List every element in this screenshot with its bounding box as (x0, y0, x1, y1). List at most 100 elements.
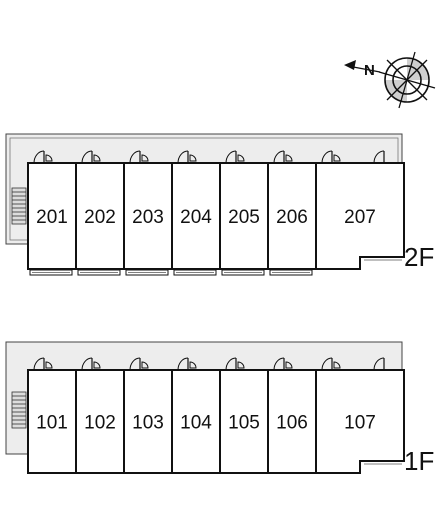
door-swing (177, 150, 189, 164)
door-icon (273, 150, 293, 164)
room-outline (75, 369, 125, 474)
door-swing (81, 357, 93, 371)
stair-2f (11, 187, 27, 225)
door-icon (33, 150, 53, 164)
door-swing (273, 357, 285, 371)
door-swing-small (93, 361, 101, 369)
room-label: 205 (228, 207, 260, 228)
door-swing (273, 150, 285, 164)
rooms-2f: 201 202 203 204 205 206 207 (27, 150, 405, 276)
door-swing-small (189, 361, 197, 369)
door-swing-small (333, 361, 341, 369)
door-swing (177, 357, 189, 371)
floor-label-2f: 2F (404, 242, 434, 272)
floor-1f: 101 102 103 104 105 106 107 1F (5, 341, 434, 476)
door-swing-small (141, 154, 149, 162)
door-swing (129, 357, 141, 371)
compass-outer-ring (384, 57, 430, 103)
room-outline (123, 369, 173, 474)
stair-1f (11, 391, 27, 429)
compass: N (344, 51, 436, 109)
door-swing (321, 357, 333, 371)
door-icon (33, 357, 53, 371)
room-102[interactable]: 102 (75, 357, 125, 474)
room-203[interactable]: 203 (123, 150, 173, 276)
stair-steps-1f (12, 395, 26, 425)
door-swing-small (45, 361, 53, 369)
room-207[interactable]: 207 (315, 150, 405, 270)
staircase-2f (11, 187, 27, 225)
room-107[interactable]: 107 (315, 357, 405, 474)
door-icon (81, 357, 101, 371)
door-swing (373, 150, 385, 164)
room-103[interactable]: 103 (123, 357, 173, 474)
room-205[interactable]: 205 (219, 150, 269, 276)
door-swing-small (285, 154, 293, 162)
door-swing (225, 150, 237, 164)
door-swing-small (93, 154, 101, 162)
room-106[interactable]: 106 (267, 357, 317, 474)
room-outline (27, 162, 77, 270)
room-label: 206 (276, 207, 308, 228)
door-swing (373, 357, 385, 371)
room-label: 203 (132, 207, 164, 228)
room-label: 106 (276, 413, 308, 434)
room-201[interactable]: 201 (27, 150, 77, 276)
door-icon (129, 150, 149, 164)
staircase-1f (11, 391, 27, 429)
door-swing-small (141, 361, 149, 369)
door-icon (129, 357, 149, 371)
door-icon (177, 357, 197, 371)
room-outline (75, 162, 125, 270)
compass-inner-ring (392, 65, 422, 95)
door-swing-small (285, 361, 293, 369)
room-label: 101 (36, 413, 68, 434)
room-202[interactable]: 202 (75, 150, 125, 276)
door-swing-small (189, 154, 197, 162)
door-swing (81, 150, 93, 164)
door-icon (321, 150, 341, 164)
door-icon (373, 357, 385, 371)
room-outline (171, 162, 221, 270)
floor-label-1f: 1F (404, 446, 434, 476)
door-swing (225, 357, 237, 371)
north-arrow-icon (344, 60, 381, 73)
room-label: 107 (344, 413, 376, 434)
room-label: 104 (180, 413, 212, 434)
door-swing-small (237, 154, 245, 162)
room-label: 207 (344, 207, 376, 228)
room-206[interactable]: 206 (267, 150, 317, 276)
room-outline (267, 162, 317, 270)
room-outline (315, 369, 405, 474)
door-swing (33, 150, 45, 164)
door-swing-small (333, 154, 341, 162)
door-swing (129, 150, 141, 164)
north-label: N (364, 62, 375, 79)
north-arrow-head (344, 60, 356, 70)
door-swing (321, 150, 333, 164)
compass-axis-4 (386, 59, 428, 101)
floor-2f: 201 202 203 204 205 206 207 2F (5, 133, 434, 276)
door-icon (321, 357, 341, 371)
room-label: 201 (36, 207, 68, 228)
room-label: 204 (180, 207, 212, 228)
door-icon (225, 150, 245, 164)
room-101[interactable]: 101 (27, 357, 77, 474)
door-icon (177, 150, 197, 164)
room-105[interactable]: 105 (219, 357, 269, 474)
room-outline (219, 162, 269, 270)
room-104[interactable]: 104 (171, 357, 221, 474)
room-204[interactable]: 204 (171, 150, 221, 276)
room-label: 103 (132, 413, 164, 434)
room-outline (219, 369, 269, 474)
room-label: 105 (228, 413, 260, 434)
door-icon (81, 150, 101, 164)
stair-steps-2f (12, 191, 26, 221)
compass-rose-icon (378, 51, 436, 109)
room-outline (315, 162, 405, 270)
door-swing-small (45, 154, 53, 162)
room-label: 102 (84, 413, 116, 434)
room-label: 202 (84, 207, 116, 228)
door-swing (33, 357, 45, 371)
